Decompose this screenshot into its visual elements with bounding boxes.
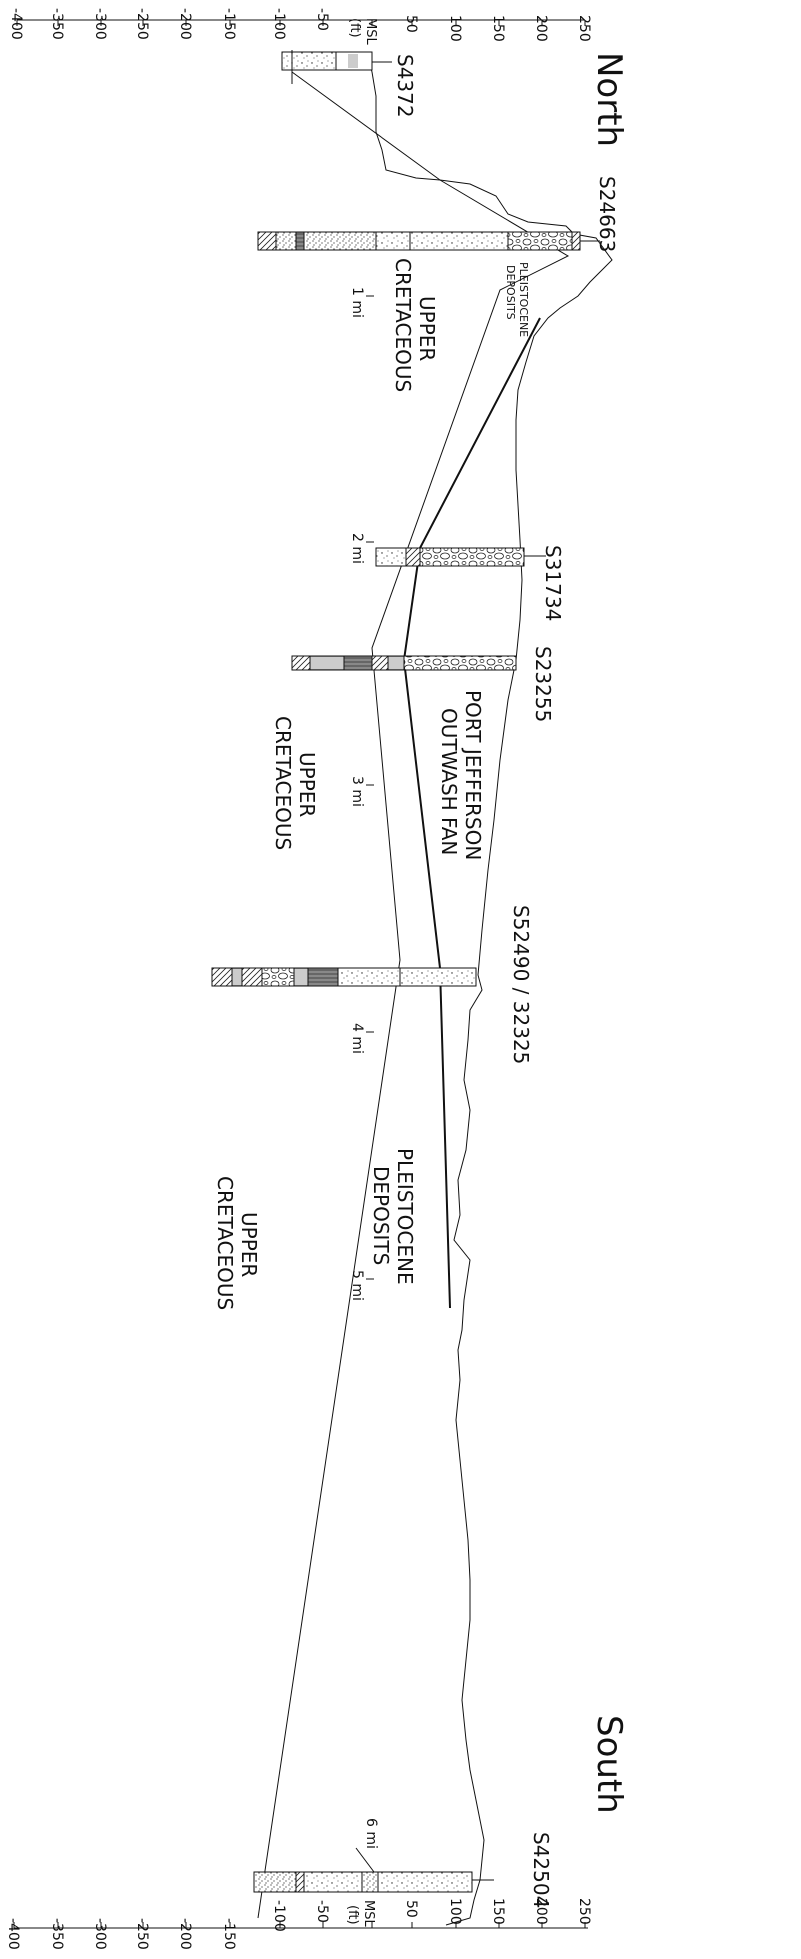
bottom-msl-label: MSL bbox=[361, 1900, 376, 1927]
top-tick-label: -400 bbox=[8, 8, 24, 40]
svg-text:DEPOSITS: DEPOSITS bbox=[369, 1166, 393, 1265]
top-tick-label: 150 bbox=[490, 15, 506, 42]
well-s24663: S24663 bbox=[257, 176, 619, 252]
upper-cretaceous-label-3: UPPER CRETACEOUS bbox=[213, 1176, 261, 1310]
pleistocene-label: PLEISTOCENE DEPOSITS bbox=[369, 1148, 417, 1285]
well-s23255: S23255 bbox=[291, 646, 555, 722]
distance-mark-2: 2 mi bbox=[349, 533, 374, 564]
svg-text:PORT JEFFERSON: PORT JEFFERSON bbox=[461, 690, 485, 860]
north-label: North bbox=[589, 52, 629, 147]
svg-text:CRETACEOUS: CRETACEOUS bbox=[391, 258, 415, 392]
well-label: S52490 / 32325 bbox=[509, 905, 533, 1064]
well-label: S24663 bbox=[595, 176, 619, 252]
svg-text:4 mi: 4 mi bbox=[349, 1023, 365, 1054]
top-tick-label: 250 bbox=[576, 15, 592, 42]
well-label: S31734 bbox=[541, 545, 565, 621]
bottom-tick-label: -250 bbox=[134, 1918, 150, 1950]
bottom-tick-label: -400 bbox=[5, 1918, 21, 1950]
bottom-tick-label: 50 bbox=[403, 1900, 419, 1918]
distance-mark-6: 6 mi bbox=[355, 1818, 379, 1873]
top-tick-label: -350 bbox=[49, 8, 65, 40]
top-tick-label: -250 bbox=[134, 8, 150, 40]
top-axis-ticks bbox=[16, 20, 586, 26]
svg-text:OUTWASH FAN: OUTWASH FAN bbox=[437, 708, 461, 855]
well-s31734: S31734 bbox=[375, 545, 565, 621]
pleistocene-small-label: PLEISTOCENE DEPOSITS bbox=[504, 262, 530, 337]
bottom-unit-label: (ft) bbox=[345, 1905, 360, 1925]
bottom-tick-label: 150 bbox=[490, 1898, 506, 1925]
svg-text:6 mi: 6 mi bbox=[363, 1818, 379, 1849]
bottom-tick-label: -200 bbox=[177, 1918, 193, 1950]
upper-cretaceous-label-1: UPPER CRETACEOUS bbox=[391, 258, 439, 392]
top-elevation-axis: -400 -350 -300 -250 -200 -150 -100 -50 M… bbox=[8, 8, 592, 45]
distance-mark-5: 5 mi bbox=[349, 1270, 374, 1301]
distance-mark-4: 4 mi bbox=[349, 1023, 374, 1054]
well-s4372: S4372 bbox=[281, 50, 417, 118]
cretaceous-contact-line bbox=[257, 71, 570, 1919]
svg-text:UPPER: UPPER bbox=[295, 752, 319, 817]
well-label: S23255 bbox=[531, 646, 555, 722]
svg-text:PLEISTOCENE: PLEISTOCENE bbox=[517, 262, 530, 337]
top-tick-label: -200 bbox=[177, 8, 193, 40]
south-label: South bbox=[589, 1715, 629, 1814]
bottom-tick-label: -150 bbox=[221, 1918, 237, 1950]
top-unit-label: (ft) bbox=[347, 18, 362, 38]
top-msl-label: MSL bbox=[363, 18, 378, 45]
svg-text:PLEISTOCENE: PLEISTOCENE bbox=[393, 1148, 417, 1285]
bottom-tick-label: -50 bbox=[314, 1900, 330, 1923]
bottom-elevation-axis: -400 -350 -300 -250 -200 -150 -100 -50 M… bbox=[5, 1898, 592, 1950]
top-tick-label: -150 bbox=[221, 8, 237, 40]
svg-text:2 mi: 2 mi bbox=[349, 533, 365, 564]
top-tick-label: -300 bbox=[92, 8, 108, 40]
well-label: S4372 bbox=[393, 54, 417, 118]
svg-text:DEPOSITS: DEPOSITS bbox=[504, 265, 517, 320]
svg-text:1 mi: 1 mi bbox=[349, 287, 365, 318]
land-surface-profile bbox=[367, 57, 613, 1926]
bottom-tick-label: 100 bbox=[447, 1898, 463, 1925]
bottom-tick-label: 250 bbox=[576, 1898, 592, 1925]
svg-text:3 mi: 3 mi bbox=[349, 776, 365, 807]
upper-cretaceous-label-2: UPPER CRETACEOUS bbox=[271, 716, 319, 850]
top-tick-label: -50 bbox=[314, 8, 330, 31]
svg-text:5 mi: 5 mi bbox=[349, 1270, 365, 1301]
top-tick-label: -100 bbox=[271, 8, 287, 40]
well-label: S42504 bbox=[529, 1832, 553, 1908]
svg-text:UPPER: UPPER bbox=[415, 296, 439, 361]
distance-mark-1: 1 mi bbox=[349, 287, 374, 318]
svg-text:UPPER: UPPER bbox=[237, 1212, 261, 1277]
distance-mark-3: 3 mi bbox=[349, 776, 374, 807]
bottom-tick-label: 200 bbox=[533, 1898, 549, 1925]
top-tick-label: 100 bbox=[447, 15, 463, 42]
svg-text:CRETACEOUS: CRETACEOUS bbox=[213, 1176, 237, 1310]
svg-text:CRETACEOUS: CRETACEOUS bbox=[271, 716, 295, 850]
well-s52490: S52490 / 32325 bbox=[211, 905, 533, 1064]
port-jefferson-label: PORT JEFFERSON OUTWASH FAN bbox=[437, 690, 485, 860]
top-tick-label: 200 bbox=[533, 15, 549, 42]
top-tick-label: 50 bbox=[403, 15, 419, 33]
bottom-tick-label: -100 bbox=[271, 1900, 287, 1932]
bottom-tick-label: -350 bbox=[49, 1918, 65, 1950]
bottom-tick-label: -300 bbox=[92, 1918, 108, 1950]
well-s42504: S42504 bbox=[253, 1832, 553, 1908]
